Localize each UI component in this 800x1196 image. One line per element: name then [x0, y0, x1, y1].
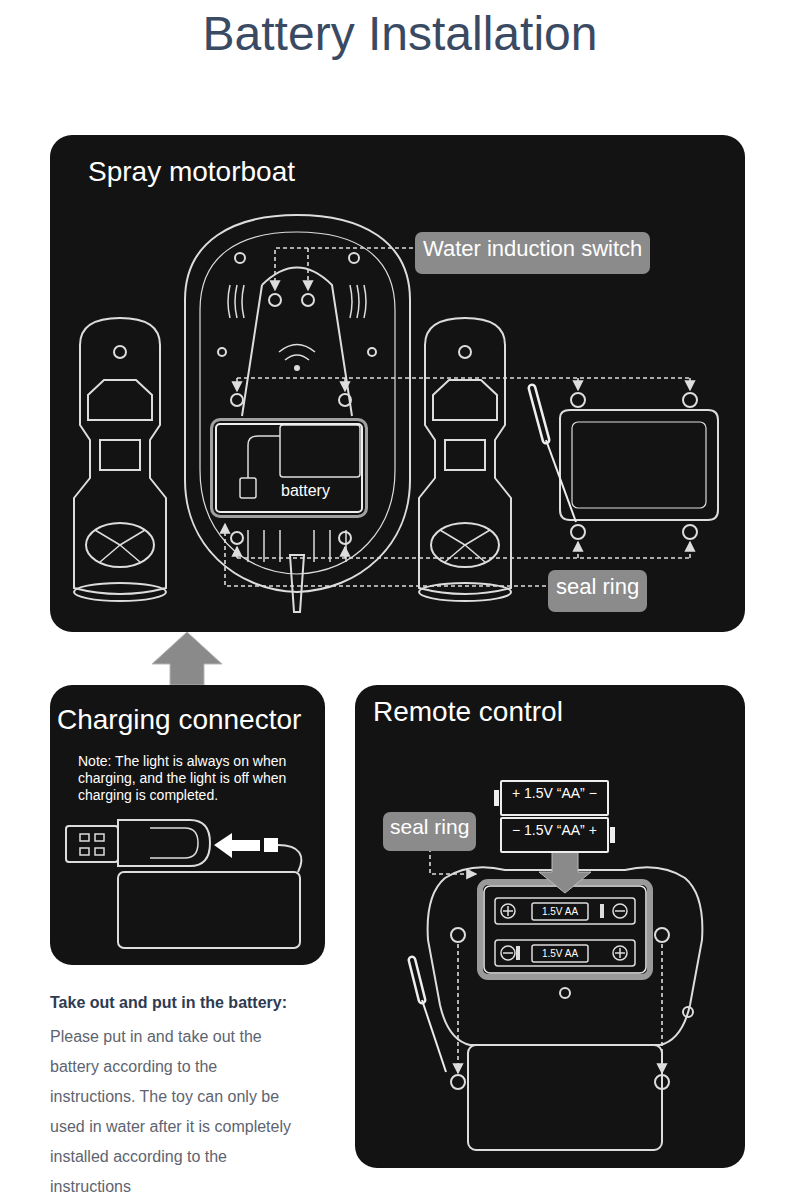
panel-heading: Remote control [373, 695, 563, 729]
section-panel: Spray motorboatWater induction switch bat… [50, 135, 745, 632]
leader-lines [430, 848, 662, 1073]
text-anchor: 1.5V AA [532, 903, 588, 920]
page-title: Battery Installation [0, 0, 800, 62]
boat-drawing [74, 215, 718, 612]
panel-heading: Spray motorboat [88, 155, 295, 189]
screwdriver [412, 960, 446, 1072]
charger-drawing [66, 820, 301, 948]
cell-label: 1.5V AA [532, 945, 588, 962]
text-anchor: Please put in and take out the battery a… [50, 1022, 307, 1196]
boat-illustration [50, 135, 745, 632]
callout-box: Water induction switch [415, 232, 650, 274]
leader-lines [225, 248, 690, 586]
remote-drawing [412, 848, 702, 1150]
part-label: battery [213, 421, 365, 500]
text-anchor: Note: The light is always on when chargi… [78, 753, 318, 804]
note-text: Note: The light is always on when chargi… [78, 753, 318, 804]
cell-label: 1.5V AA [532, 903, 588, 920]
text-anchor: Take out and put in the battery: [50, 993, 287, 1013]
text-anchor: 1.5V AA [532, 945, 588, 962]
battery-box: + 1.5V “AA” − [500, 780, 609, 816]
section-panel: Remote control + 1.5V “AA” − − 1.5V “AA” +… [355, 685, 745, 1168]
screwdriver [532, 388, 576, 522]
callout-box: seal ring [383, 812, 476, 851]
block-arrow [152, 632, 222, 685]
text-anchor: Spray motorboat [88, 155, 295, 189]
text-anchor: Remote control [373, 695, 563, 729]
section-panel: Charging connectorNote: The light is alw… [50, 685, 325, 965]
battery-terminal [610, 827, 615, 843]
panel-heading: Charging connector [57, 703, 301, 737]
battery-compartment: battery [210, 418, 368, 518]
callout-text: Water induction switch [423, 235, 642, 262]
instruction-heading: Take out and put in the battery: [50, 993, 287, 1013]
callout-text: seal ring [556, 573, 639, 600]
instruction-text: Please put in and take out the battery a… [50, 1022, 307, 1196]
callout-text: seal ring [390, 815, 469, 839]
callout-box: seal ring [548, 570, 647, 612]
battery-label: − 1.5V “AA” + [512, 821, 597, 839]
battery-box: − 1.5V “AA” + [500, 817, 609, 853]
battery-cells [495, 898, 635, 966]
text-anchor: Charging connector [57, 703, 301, 737]
battery-label: + 1.5V “AA” − [512, 784, 597, 802]
battery-terminal [494, 790, 499, 806]
remote-illustration [355, 685, 745, 1168]
